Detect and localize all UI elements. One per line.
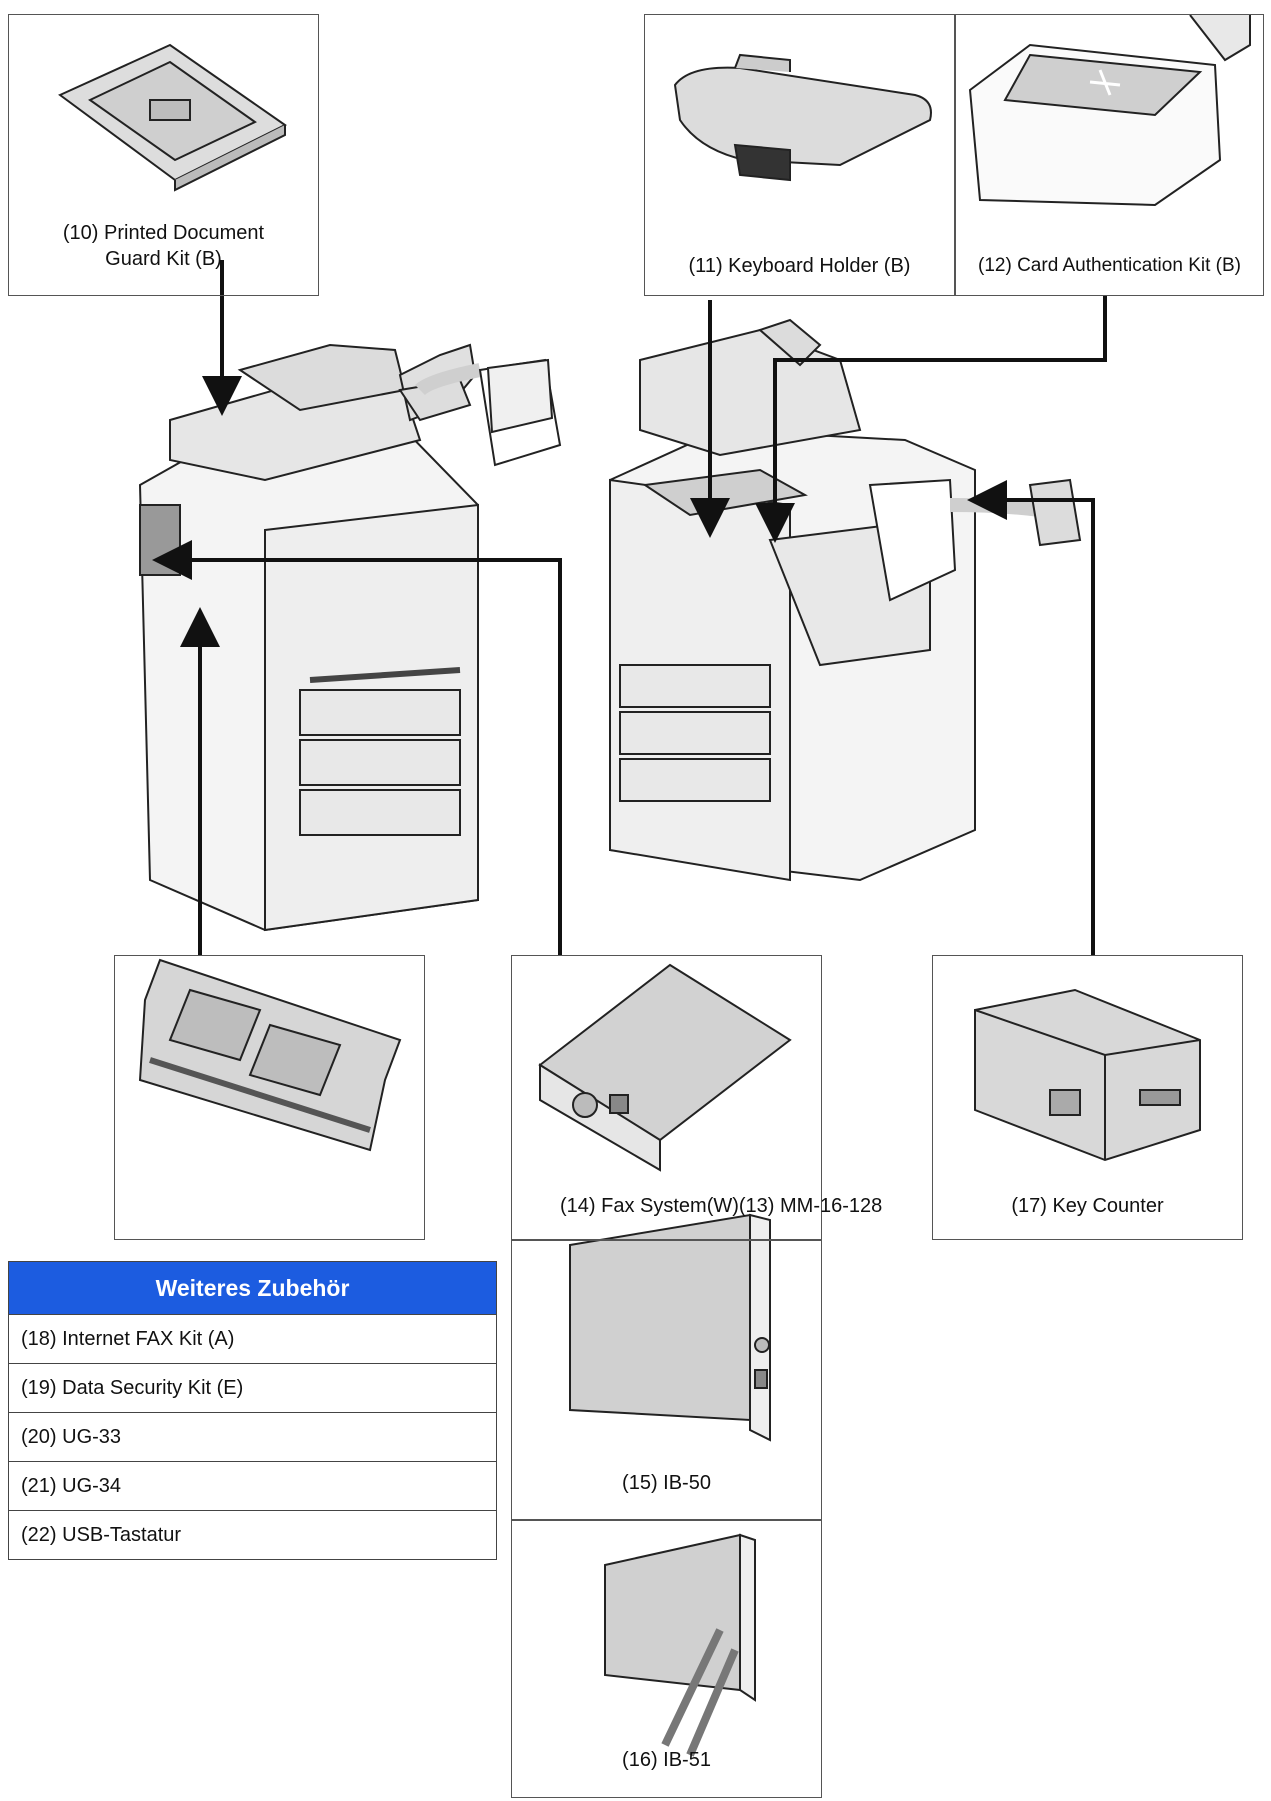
- caption-fax-system-mm: (14) Fax System(W)(13) MM-16-128: [560, 1195, 883, 1217]
- legend-item: (18) Internet FAX Kit (A): [9, 1315, 496, 1364]
- keyboard-holder-box: [644, 14, 955, 296]
- ib51-illustration: [604, 1533, 756, 1757]
- caption-key-counter: (17) Key Counter: [1011, 1195, 1164, 1217]
- arrow-fax-mm: [152, 540, 562, 955]
- guard-kit-box: [8, 14, 319, 296]
- ib50-illustration: [569, 1213, 771, 1442]
- fax-system-illustration: [538, 963, 792, 1172]
- fax-mm-box: [511, 955, 822, 1240]
- additional-accessories-table: Weiteres Zubehör (18) Internet FAX Kit (…: [8, 1261, 497, 1560]
- legend-item: (22) USB-Tastatur: [21, 1524, 182, 1546]
- arrows: [152, 260, 1107, 955]
- key-counter-illustration: [974, 988, 1201, 1162]
- legend-item: (20) UG-33: [9, 1413, 496, 1462]
- right-machine: [609, 318, 1082, 882]
- card-authentication-illustration: [968, 14, 1251, 207]
- ib50-box: [511, 1240, 822, 1520]
- left-machine: [138, 343, 562, 932]
- legend-item: (19) Data Security Kit (E): [9, 1364, 496, 1413]
- printed-document-guard-kit-illustration: [58, 43, 287, 192]
- keyboard-holder-illustration: [673, 53, 932, 182]
- caption-ib51: (16) IB-51: [622, 1749, 711, 1771]
- memory-box: [114, 955, 425, 1240]
- caption-ib50: (15) IB-50: [622, 1472, 711, 1494]
- legend-title: Weiteres Zubehör: [9, 1262, 496, 1315]
- ib51-box: [511, 1520, 822, 1798]
- arrow-card-authentication: [755, 295, 1107, 543]
- caption-printed-document-guard-kit: (10) Printed Document Guard Kit (B): [62, 222, 265, 270]
- card-authentication-box: [955, 14, 1264, 296]
- caption-keyboard-holder: (11) Keyboard Holder (B): [688, 255, 911, 277]
- key-counter-box: [932, 955, 1243, 1240]
- arrow-key-counter: [967, 480, 1095, 955]
- caption-card-authentication-kit: (12) Card Authentication Kit (B): [978, 255, 1241, 276]
- legend-item: (21) UG-34: [9, 1462, 496, 1511]
- memory-module-illustration: [138, 958, 402, 1152]
